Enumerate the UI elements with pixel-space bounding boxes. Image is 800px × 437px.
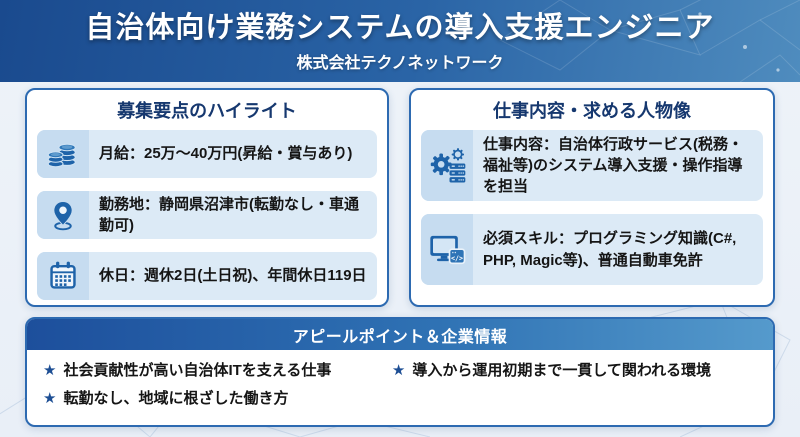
location-row: 勤務地：静岡県沼津市(転勤なし・車通勤可) [37, 191, 377, 239]
calendar-icon [37, 252, 89, 300]
salary-text: 月給：25万～40万円(昇給・賞与あり) [99, 145, 353, 163]
location-text: 勤務地：静岡県沼津市(転勤なし・車通勤可) [99, 195, 359, 234]
job-description-card: 仕事内容・求める人物像 [409, 88, 775, 307]
appeal-section-title: アピールポイント＆企業情報 [27, 319, 773, 350]
job-content-row: 仕事内容：自治体行政サービス(税務・福祉等)のシステム導入支援・操作指導を担当 [421, 130, 763, 201]
job-content-text: 仕事内容：自治体行政サービス(税務・福祉等)のシステム導入支援・操作指導を担当 [483, 135, 743, 196]
appeal-point-involvement: ★ 導入から運用初期まで一貫して関われる環境 [392, 361, 755, 381]
highlights-card-title: 募集要点のハイライト [117, 101, 297, 121]
required-skill-text: 必須スキル：プログラミング知識(C#, PHP, Magic等)、普通自動車免許 [483, 230, 737, 269]
header-banner: 自治体向け業務システムの導入支援エンジニア 株式会社テクノネットワーク [0, 0, 800, 82]
star-icon: ★ [43, 362, 57, 379]
appeal-section: アピールポイント＆企業情報 ★ 社会貢献性が高い自治体ITを支える仕事 ★ 導入… [25, 317, 775, 427]
appeal-point-text: 社会貢献性が高い自治体ITを支える仕事 [63, 362, 332, 379]
appeal-point-text: 転勤なし、地域に根ざした働き方 [63, 390, 289, 408]
appeal-points-list: ★ 社会貢献性が高い自治体ITを支える仕事 ★ 導入から運用初期まで一貫して関わ… [27, 350, 773, 410]
appeal-point-local: ★ 転勤なし、地域に根ざした働き方 [43, 389, 392, 409]
job-description-rows: 仕事内容：自治体行政サービス(税務・福祉等)のシステム導入支援・操作指導を担当 … [421, 130, 763, 285]
location-pin-icon [37, 191, 89, 239]
job-description-card-title: 仕事内容・求める人物像 [493, 101, 691, 121]
holiday-text: 休日：週休2日(土日祝)、年間休日119日 [99, 267, 367, 285]
code-glyph: </> [451, 254, 463, 262]
required-skill-row: </> 必須スキル：プログラミング知識(C#, PHP, Magic等)、普通自… [421, 214, 763, 285]
highlights-card: 募集要点のハイライト [25, 88, 389, 307]
page-title: 自治体向け業務システムの導入支援エンジニア [85, 12, 715, 45]
gear-server-icon [421, 130, 473, 201]
star-icon: ★ [43, 390, 57, 408]
coins-icon [37, 130, 89, 178]
appeal-point-social: ★ 社会貢献性が高い自治体ITを支える仕事 [43, 361, 392, 381]
appeal-point-text: 導入から運用初期まで一貫して関われる環境 [412, 362, 712, 379]
highlights-rows: 月給：25万～40万円(昇給・賞与あり) 勤務地：静岡県沼津市(転勤なし・車通勤… [37, 130, 377, 300]
header-network-pattern [499, 0, 800, 82]
holiday-row: 休日：週休2日(土日祝)、年間休日119日 [37, 252, 377, 300]
company-name: 株式会社テクノネットワーク [296, 54, 504, 72]
star-icon: ★ [391, 362, 406, 379]
monitor-code-icon: </> [421, 214, 473, 285]
salary-row: 月給：25万～40万円(昇給・賞与あり) [37, 130, 377, 178]
